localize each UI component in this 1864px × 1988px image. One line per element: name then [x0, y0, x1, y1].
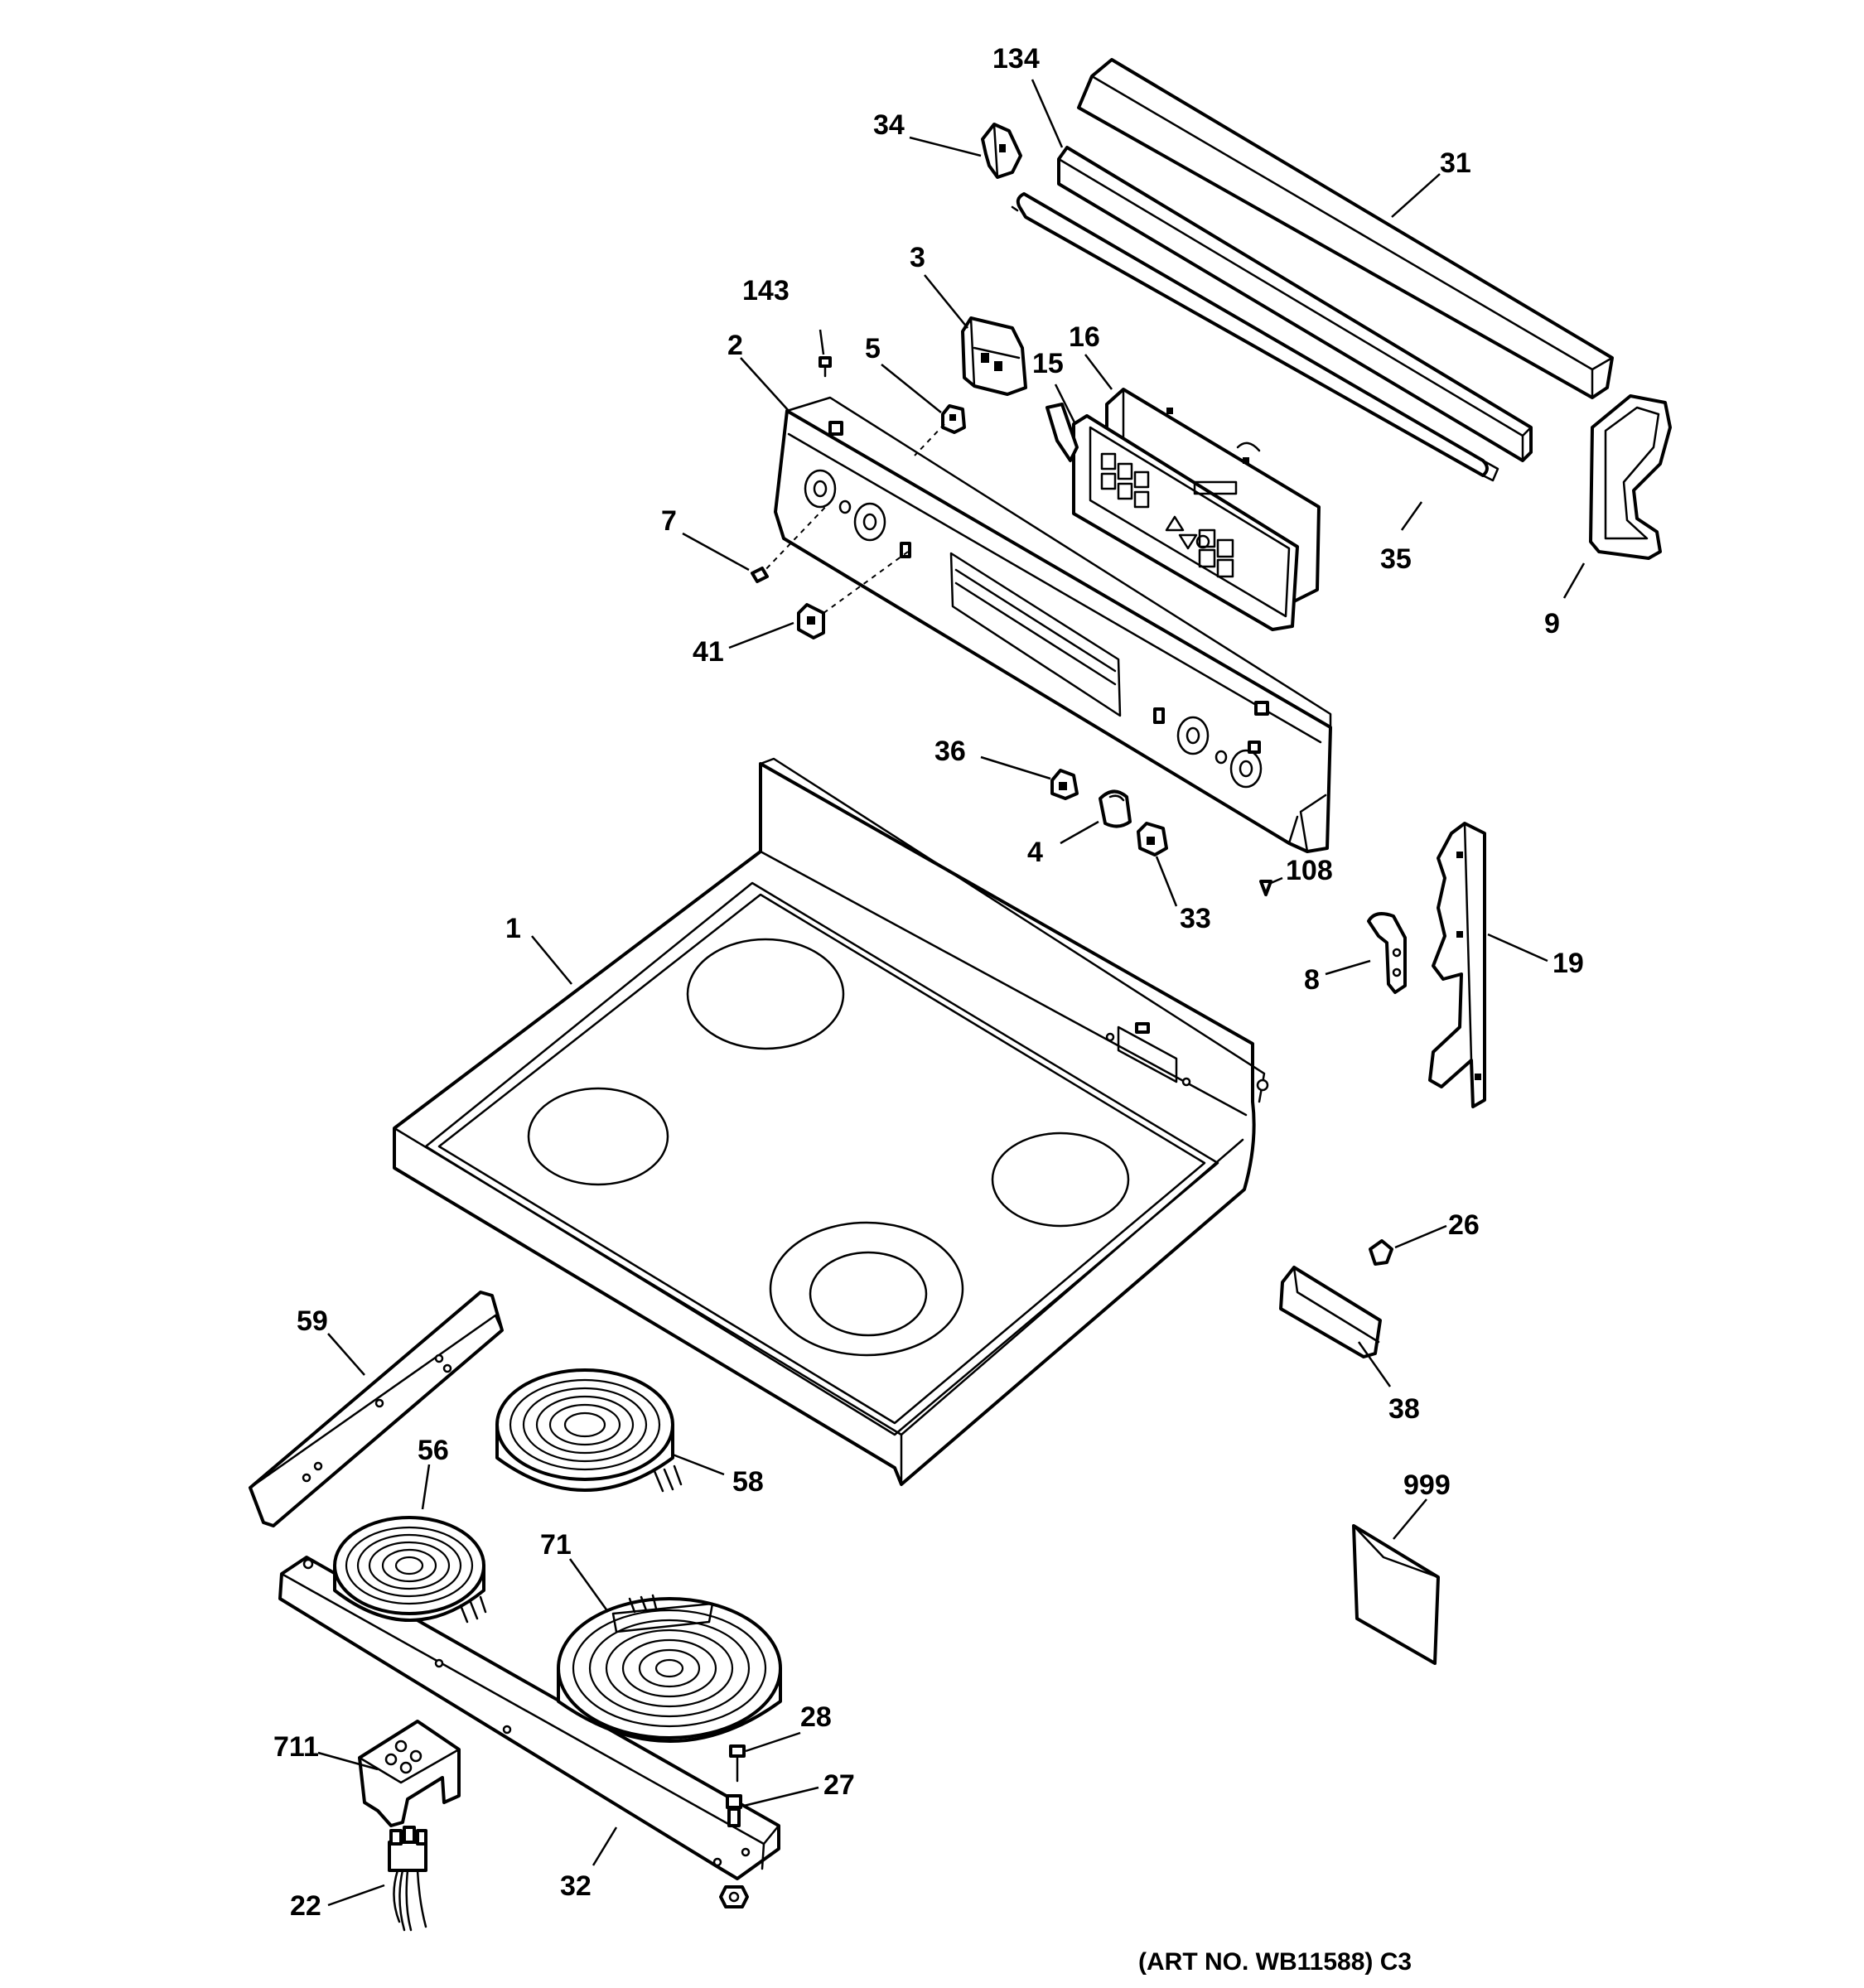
callout-28: 28 [800, 1701, 832, 1733]
part-134-glass-strip [1057, 146, 1533, 462]
part-15-touch-panel [1045, 403, 1299, 631]
callout-7: 7 [661, 505, 677, 537]
part-27-stud [726, 1794, 742, 1827]
callout-8: 8 [1304, 964, 1320, 996]
callout-999: 999 [1403, 1469, 1451, 1501]
nut [719, 1885, 749, 1908]
part-33-switch [1137, 822, 1168, 856]
part-108-screw [1259, 880, 1272, 896]
callout-5: 5 [865, 333, 881, 364]
callout-1: 1 [505, 913, 521, 944]
callout-16: 16 [1069, 321, 1100, 353]
part-56-burner-element [333, 1516, 487, 1624]
callout-33: 33 [1180, 903, 1211, 934]
part-19-side-bracket [1428, 822, 1486, 1108]
part-2-control-panel [761, 396, 1332, 853]
callout-4: 4 [1027, 837, 1043, 868]
part-143-screw [819, 356, 832, 378]
part-26-clip [1369, 1239, 1393, 1266]
part-58-burner-element [495, 1368, 683, 1493]
part-22-wire-harness [388, 1826, 427, 1932]
callout-3: 3 [910, 242, 925, 273]
part-4-knob [1099, 789, 1132, 828]
part-7-screw [751, 567, 769, 583]
part-1-cooktop [393, 757, 1269, 1486]
callout-38: 38 [1388, 1393, 1420, 1425]
callout-26: 26 [1448, 1209, 1480, 1241]
callout-22: 22 [290, 1890, 321, 1922]
callout-143: 143 [742, 275, 790, 306]
part-38-trim-piece [1279, 1266, 1382, 1358]
callout-711: 711 [273, 1731, 319, 1763]
part-71-burner-element [557, 1594, 782, 1743]
part-28-bolt [729, 1744, 746, 1783]
callout-59: 59 [297, 1305, 328, 1337]
part-711-terminal-block [358, 1720, 461, 1827]
part-41-switch [797, 603, 825, 639]
callout-134: 134 [992, 43, 1040, 75]
part-36-switch [1050, 769, 1079, 800]
part-999-manual [1352, 1524, 1440, 1665]
part-34-bracket [981, 123, 1022, 179]
callout-27: 27 [823, 1769, 855, 1801]
callout-labels: 134 34 31 3 143 2 5 16 15 7 35 9 41 36 4… [273, 43, 1584, 1922]
callout-31: 31 [1440, 147, 1471, 179]
part-9-end-cap [1589, 394, 1672, 560]
part-3-relay [961, 316, 1027, 396]
part-8-hinge-bracket [1367, 912, 1407, 994]
callout-2: 2 [727, 330, 743, 361]
callout-41: 41 [693, 636, 724, 668]
callout-36: 36 [934, 736, 966, 767]
callout-15: 15 [1032, 348, 1064, 379]
callout-58: 58 [732, 1466, 764, 1498]
callout-9: 9 [1544, 608, 1560, 639]
callout-56: 56 [418, 1435, 449, 1466]
leader-lines [317, 79, 1586, 1907]
part-59-angle-bracket [249, 1291, 504, 1527]
part-31-trim-cap [1077, 58, 1614, 399]
callout-19: 19 [1553, 948, 1584, 979]
callout-34: 34 [873, 109, 905, 141]
callout-108: 108 [1286, 855, 1333, 886]
art-number-caption: (ART NO. WB11588) C3 [1138, 1948, 1412, 1976]
part-35-fluorescent-tube [1011, 192, 1499, 482]
callout-32: 32 [560, 1870, 592, 1902]
part-5-switch [941, 404, 966, 434]
callout-35: 35 [1380, 543, 1412, 575]
callout-71: 71 [540, 1529, 572, 1561]
